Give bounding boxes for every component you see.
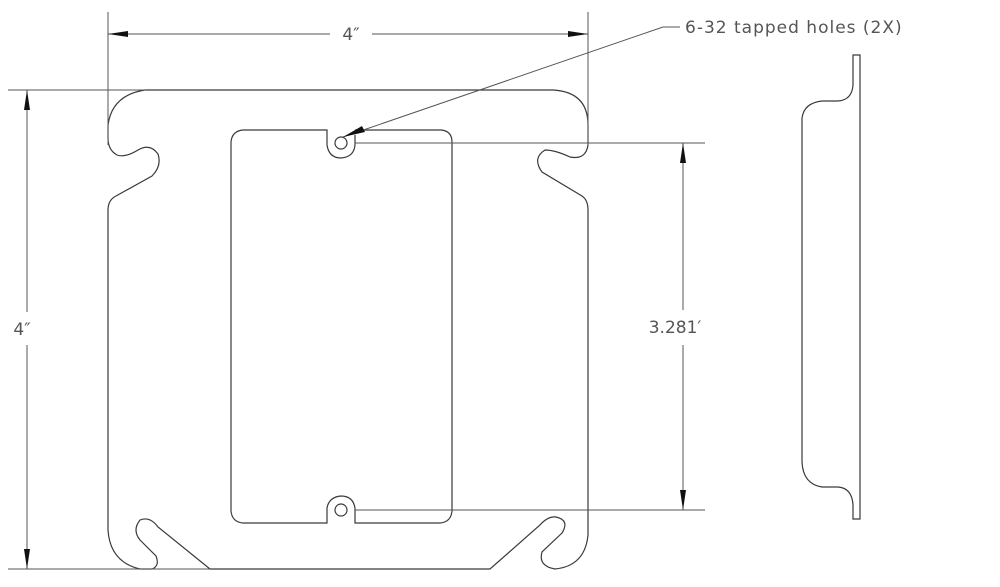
- arrowhead: [680, 490, 686, 510]
- arrowhead: [108, 31, 128, 37]
- inner-cutout: [230, 129, 453, 524]
- arrowhead: [24, 549, 30, 569]
- side-profile: [801, 54, 861, 520]
- callout-text: 6-32 tapped holes (2X): [685, 18, 903, 38]
- tapped-hole-top: [334, 136, 348, 150]
- arrowhead: [568, 31, 588, 37]
- height-label: 4″: [13, 320, 30, 340]
- width-label: 4″: [342, 25, 359, 45]
- plate-outline: [107, 89, 589, 570]
- arrowhead: [24, 90, 30, 110]
- callout-leader: [342, 26, 680, 138]
- tapped-hole-bottom: [334, 503, 348, 517]
- arrowhead: [680, 143, 686, 163]
- arrowhead: [343, 126, 365, 137]
- hole-spacing-label: 3.281′: [649, 318, 702, 338]
